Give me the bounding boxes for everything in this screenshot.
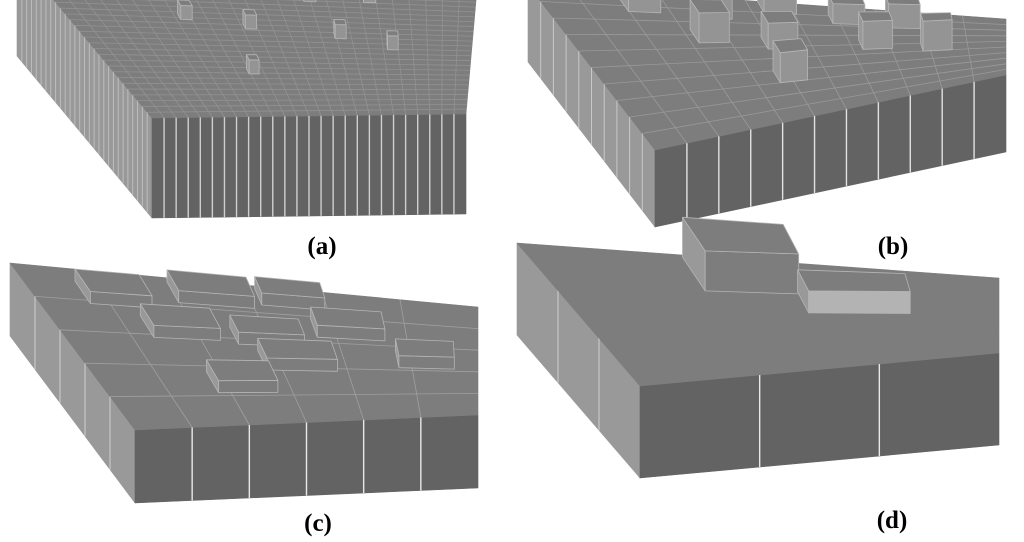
panel-a-tower-8-front xyxy=(387,35,399,51)
panel-a-base-top-seam xyxy=(147,108,467,113)
panel-d-merged-blocks xyxy=(516,216,1000,479)
panel-b-tower-9-front xyxy=(779,49,808,84)
panel-c-raised-0-top xyxy=(74,268,153,297)
panel-c-raised-5-top xyxy=(310,306,386,330)
panel-c-raised-2-top xyxy=(254,276,326,299)
panel-a-caption: (a) xyxy=(307,233,336,260)
panel-a-base-top-face xyxy=(53,0,477,119)
panel-d-base-top-seam xyxy=(557,290,1000,304)
panel-b-tower-4-front xyxy=(888,3,921,30)
panel-a-base-top-seam xyxy=(103,59,471,66)
panel-a-tall-pillar-grid xyxy=(16,0,477,219)
panel-b-tower-8-front xyxy=(922,19,953,52)
panel-a-tower-6-top xyxy=(242,9,258,16)
panel-b-medium-pillar-grid xyxy=(527,0,1007,228)
panel-c-raised-7-top xyxy=(394,338,455,358)
panel-a-base-top-seam xyxy=(70,19,474,32)
panel-c-raised-6-top xyxy=(257,337,338,360)
panel-a-base-top-seam xyxy=(79,30,473,42)
panel-d-base-top-seam xyxy=(598,327,1000,339)
panel-a-base-top-seam xyxy=(108,65,470,71)
panel-b-tower-9-top xyxy=(772,38,808,54)
panel-d-light-block-front xyxy=(808,290,911,314)
panel-a-base-top-seam xyxy=(84,36,473,47)
panel-a-tower-4-front xyxy=(363,0,377,4)
panel-b-base-top-seam xyxy=(642,69,1007,134)
panel-a-base-top-seam xyxy=(94,48,472,57)
panel-b-tower-0-left xyxy=(619,0,629,12)
panel-a-tower-9-top xyxy=(245,54,260,61)
panel-b-tower-4-top xyxy=(886,0,921,5)
panel-b-tower-5-top xyxy=(689,0,730,14)
panel-b-base-top-seam xyxy=(616,57,1007,101)
panel-c-large-block-grid xyxy=(9,262,479,504)
panel-a-tower-5-front xyxy=(180,5,193,21)
panel-a-base-top-seam xyxy=(89,42,472,52)
panel-b-base-top-seam xyxy=(629,63,1007,118)
panel-a-base-top-seam xyxy=(98,53,471,61)
panel-a-tower-5-top xyxy=(177,0,193,7)
panel-a-tower-9-front xyxy=(248,59,260,75)
panel-a-base-top-seam xyxy=(142,103,467,107)
panel-a-tower-7-top xyxy=(333,18,347,26)
panel-b-tower-7-front xyxy=(862,19,893,50)
panel-b-tower-7-top xyxy=(858,11,893,22)
panel-a-tower-8-top xyxy=(386,30,399,37)
panel-c-raised-1-top xyxy=(166,269,256,297)
panel-a-tower-7-front xyxy=(334,24,347,40)
panel-a-base-top-seam xyxy=(113,71,470,76)
panel-a-base-top-seam xyxy=(65,13,474,27)
panel-a-base-top-seam xyxy=(127,88,469,91)
panel-b-tower-0-front xyxy=(628,0,662,14)
panel-c-raised-7-front xyxy=(398,355,455,370)
panel-a-base-top-seam xyxy=(135,0,476,13)
panel-a-base-top-seam xyxy=(137,99,468,102)
panel-a-base-top-seam xyxy=(74,25,473,37)
panel-b-tower-5-front xyxy=(698,12,730,44)
panel-d-upper-block-front xyxy=(704,250,800,295)
panel-a-tower-3-front xyxy=(303,0,317,3)
panel-a-base-top-seam xyxy=(118,77,470,81)
panel-c-raised-4-top xyxy=(229,314,305,336)
panel-c-caption: (c) xyxy=(304,510,332,537)
panel-b-tower-3-top xyxy=(830,0,866,5)
panel-a-base-top-seam xyxy=(55,1,475,18)
panel-b-tower-6-top xyxy=(760,10,799,24)
panel-b-tower-8-top xyxy=(920,12,953,22)
panel-c-raised-8-front xyxy=(218,379,279,394)
panel-c-raised-3-top xyxy=(139,303,221,329)
panel-d-caption: (d) xyxy=(877,507,908,534)
panel-a-base-top-seam xyxy=(60,7,475,23)
panel-c-raised-8-top xyxy=(205,359,279,382)
panel-d-light-block-top xyxy=(797,269,911,292)
panel-d-base-top-seam xyxy=(677,254,760,376)
panel-d-upper-block-top xyxy=(682,216,800,255)
panel-b-tower-2-left xyxy=(757,0,765,14)
panel-a-base-top-seam xyxy=(278,0,476,8)
panel-b-caption: (b) xyxy=(878,233,909,260)
panel-a-tower-6-front xyxy=(244,14,258,30)
panel-a-base-top-seam xyxy=(123,82,469,86)
panel-c-raised-6-front xyxy=(266,357,338,372)
panel-c-base-top-seam xyxy=(109,393,479,397)
